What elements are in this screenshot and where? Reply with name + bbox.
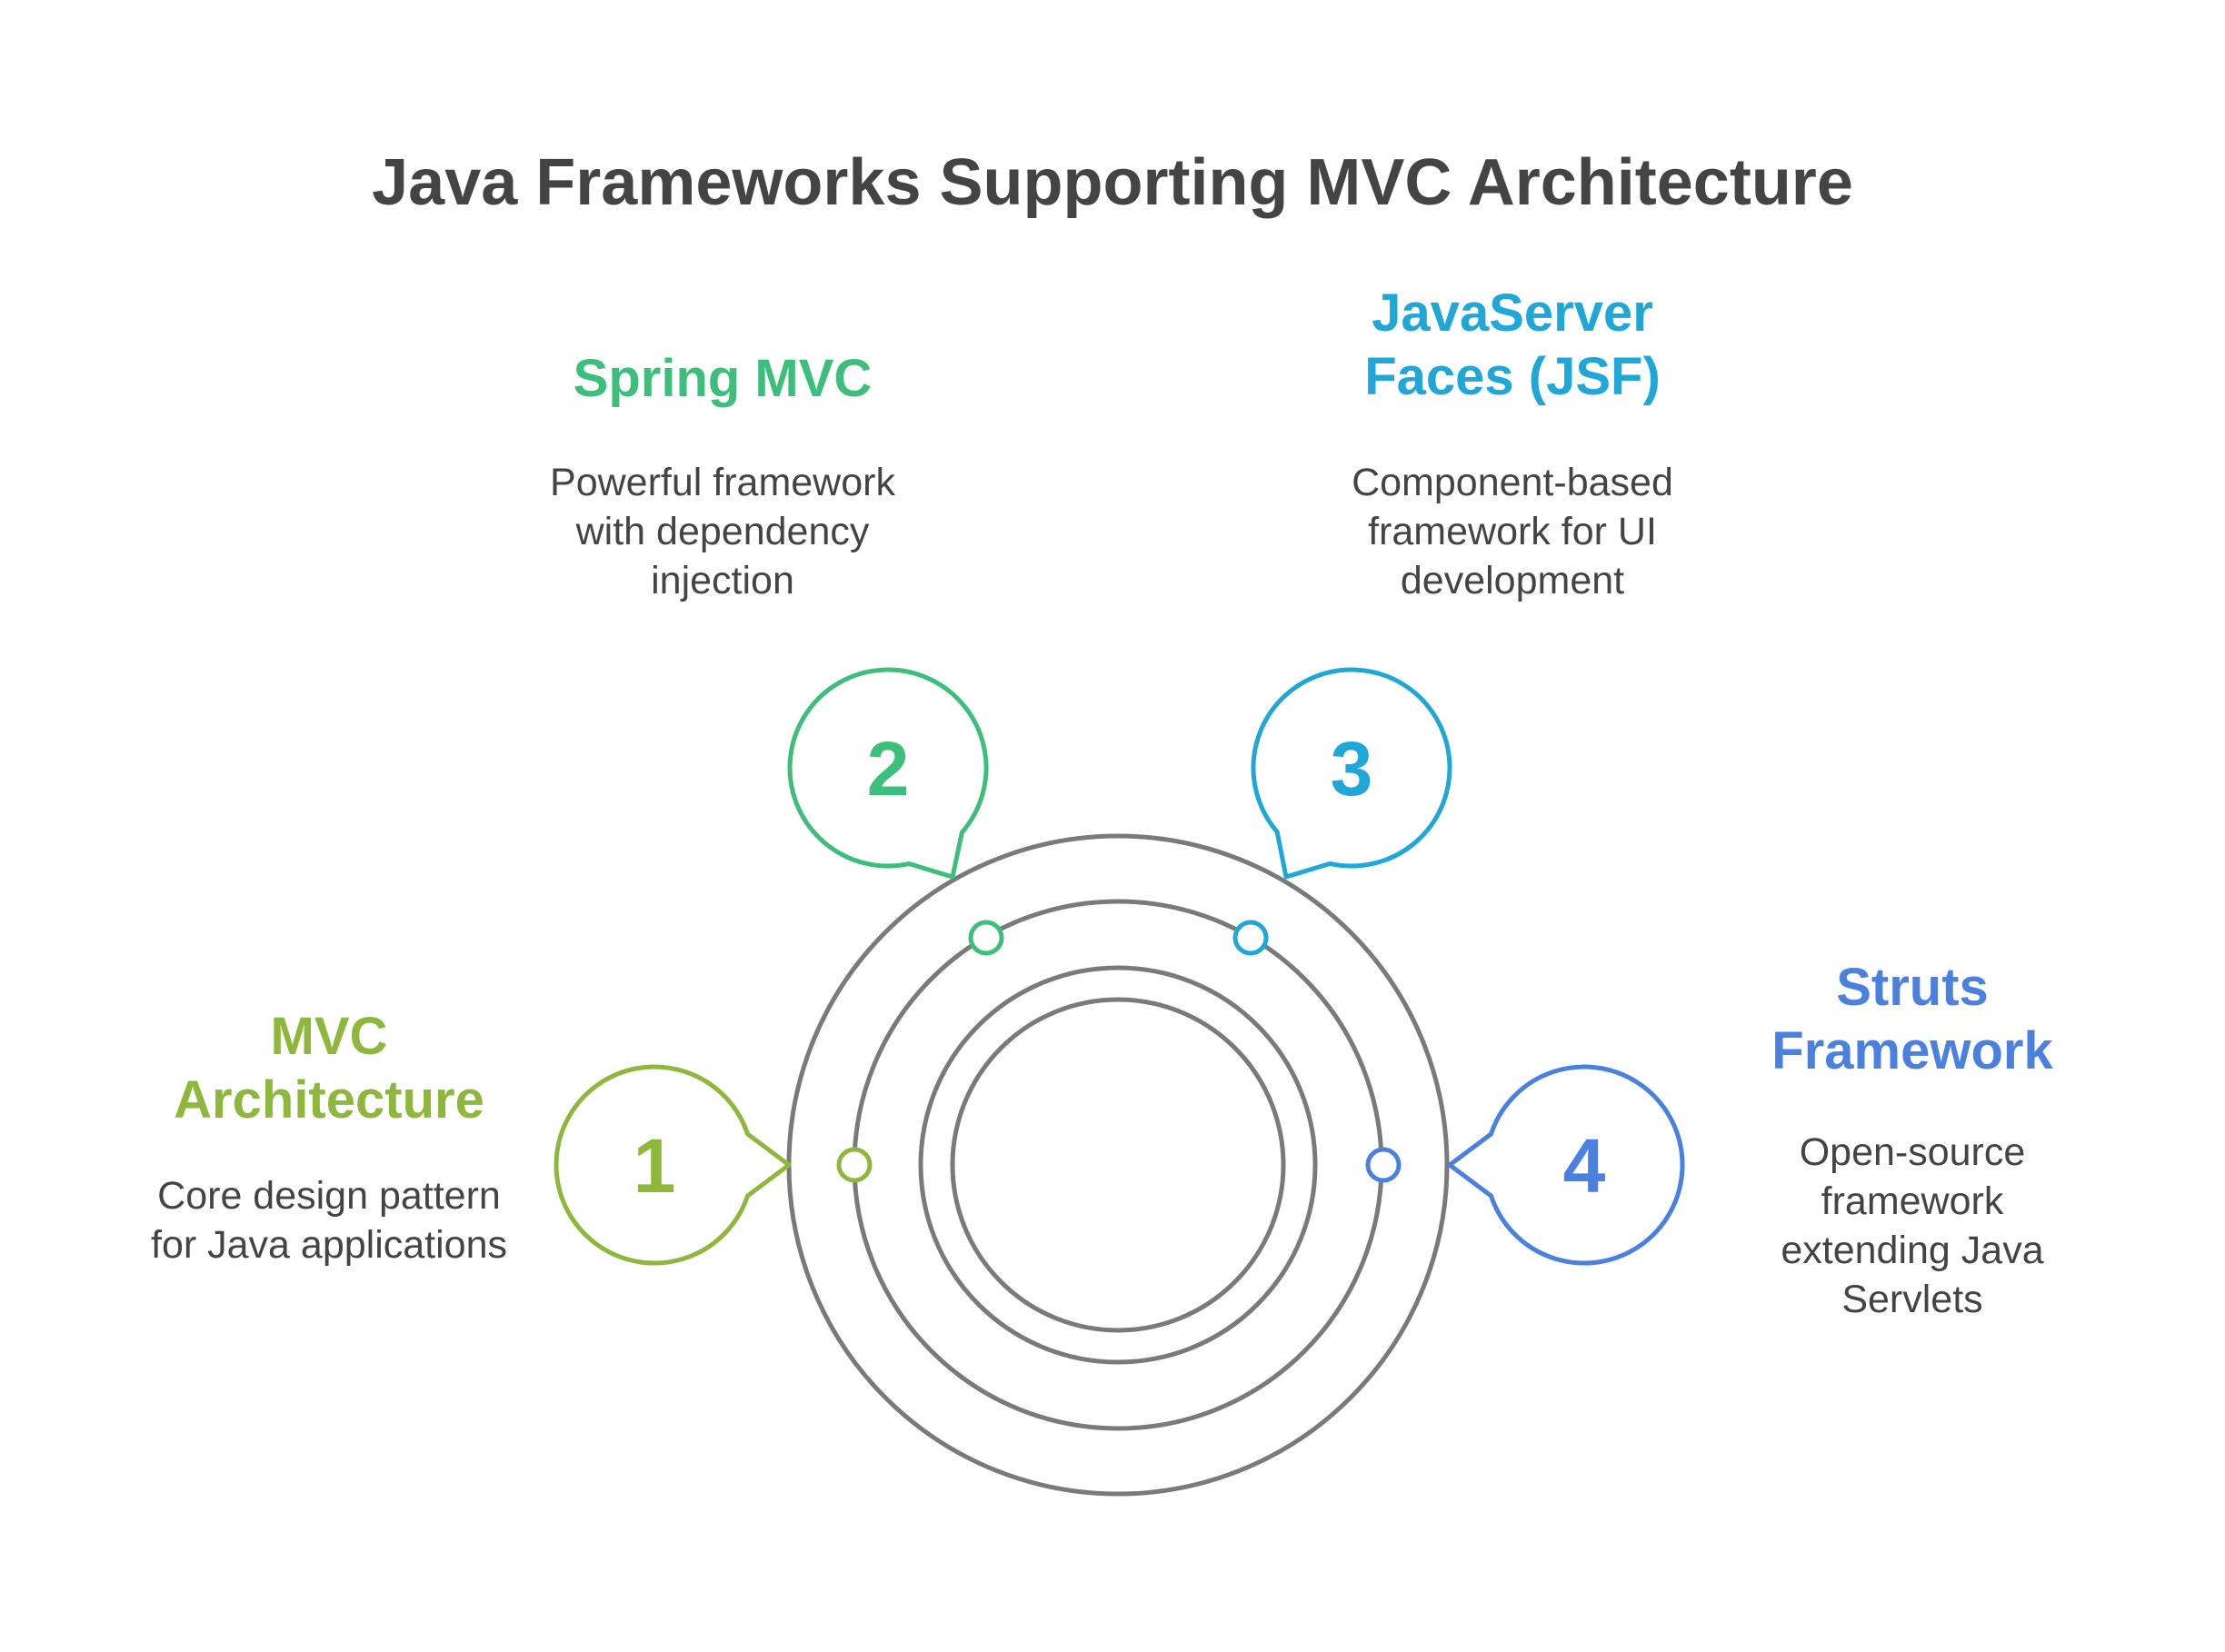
step-4-description: extending Java bbox=[1781, 1229, 2043, 1272]
step-2: 2 Spring MVC Powerful framework with depend… bbox=[550, 349, 1004, 956]
step-3-ring-marker bbox=[1232, 920, 1269, 956]
step-3-description: Component-based bbox=[1352, 461, 1673, 504]
middle-ring bbox=[852, 899, 1384, 1431]
page-title: Java Frameworks Supporting MVC Architect… bbox=[372, 146, 1853, 219]
step-3-heading: JavaServer bbox=[1372, 284, 1653, 343]
step-2-number: 2 bbox=[867, 726, 910, 811]
step-4-ring-marker bbox=[1365, 1147, 1402, 1183]
step-3-number: 3 bbox=[1331, 726, 1373, 811]
step-4-number: 4 bbox=[1563, 1123, 1606, 1209]
step-4-heading: Struts bbox=[1836, 958, 1989, 1017]
step-1-ring-marker bbox=[836, 1147, 873, 1183]
step-4-heading: Framework bbox=[1771, 1021, 2053, 1080]
step-3-description: framework for UI bbox=[1368, 510, 1657, 553]
step-4-bubble bbox=[1447, 1064, 1685, 1266]
step-3-description: development bbox=[1401, 559, 1624, 602]
step-1-heading: MVC bbox=[271, 1007, 388, 1066]
step-1-description: for Java applications bbox=[151, 1223, 507, 1267]
step-1-bubble bbox=[554, 1064, 792, 1266]
step-4-description: Servlets bbox=[1841, 1278, 1982, 1321]
step-2-description: injection bbox=[651, 559, 794, 602]
core-ring bbox=[950, 997, 1286, 1333]
step-2-description: Powerful framework bbox=[550, 461, 895, 504]
step-4-description: Open-source bbox=[1800, 1130, 2026, 1174]
step-4-description: framework bbox=[1821, 1179, 2004, 1223]
step-2-description: with dependency bbox=[575, 510, 870, 553]
step-2-bubble bbox=[787, 667, 989, 880]
step-3-bubble bbox=[1251, 667, 1452, 880]
step-3-heading: Faces (JSF) bbox=[1364, 347, 1661, 406]
step-1-number: 1 bbox=[634, 1123, 676, 1209]
outer-ring bbox=[786, 833, 1450, 1497]
step-2-ring-marker bbox=[968, 920, 1004, 956]
concentric-rings bbox=[786, 833, 1450, 1497]
step-1-description: Core design pattern bbox=[157, 1174, 501, 1218]
inner-ring bbox=[918, 965, 1318, 1365]
step-1-heading: Architecture bbox=[174, 1070, 484, 1130]
step-2-heading: Spring MVC bbox=[574, 349, 873, 408]
